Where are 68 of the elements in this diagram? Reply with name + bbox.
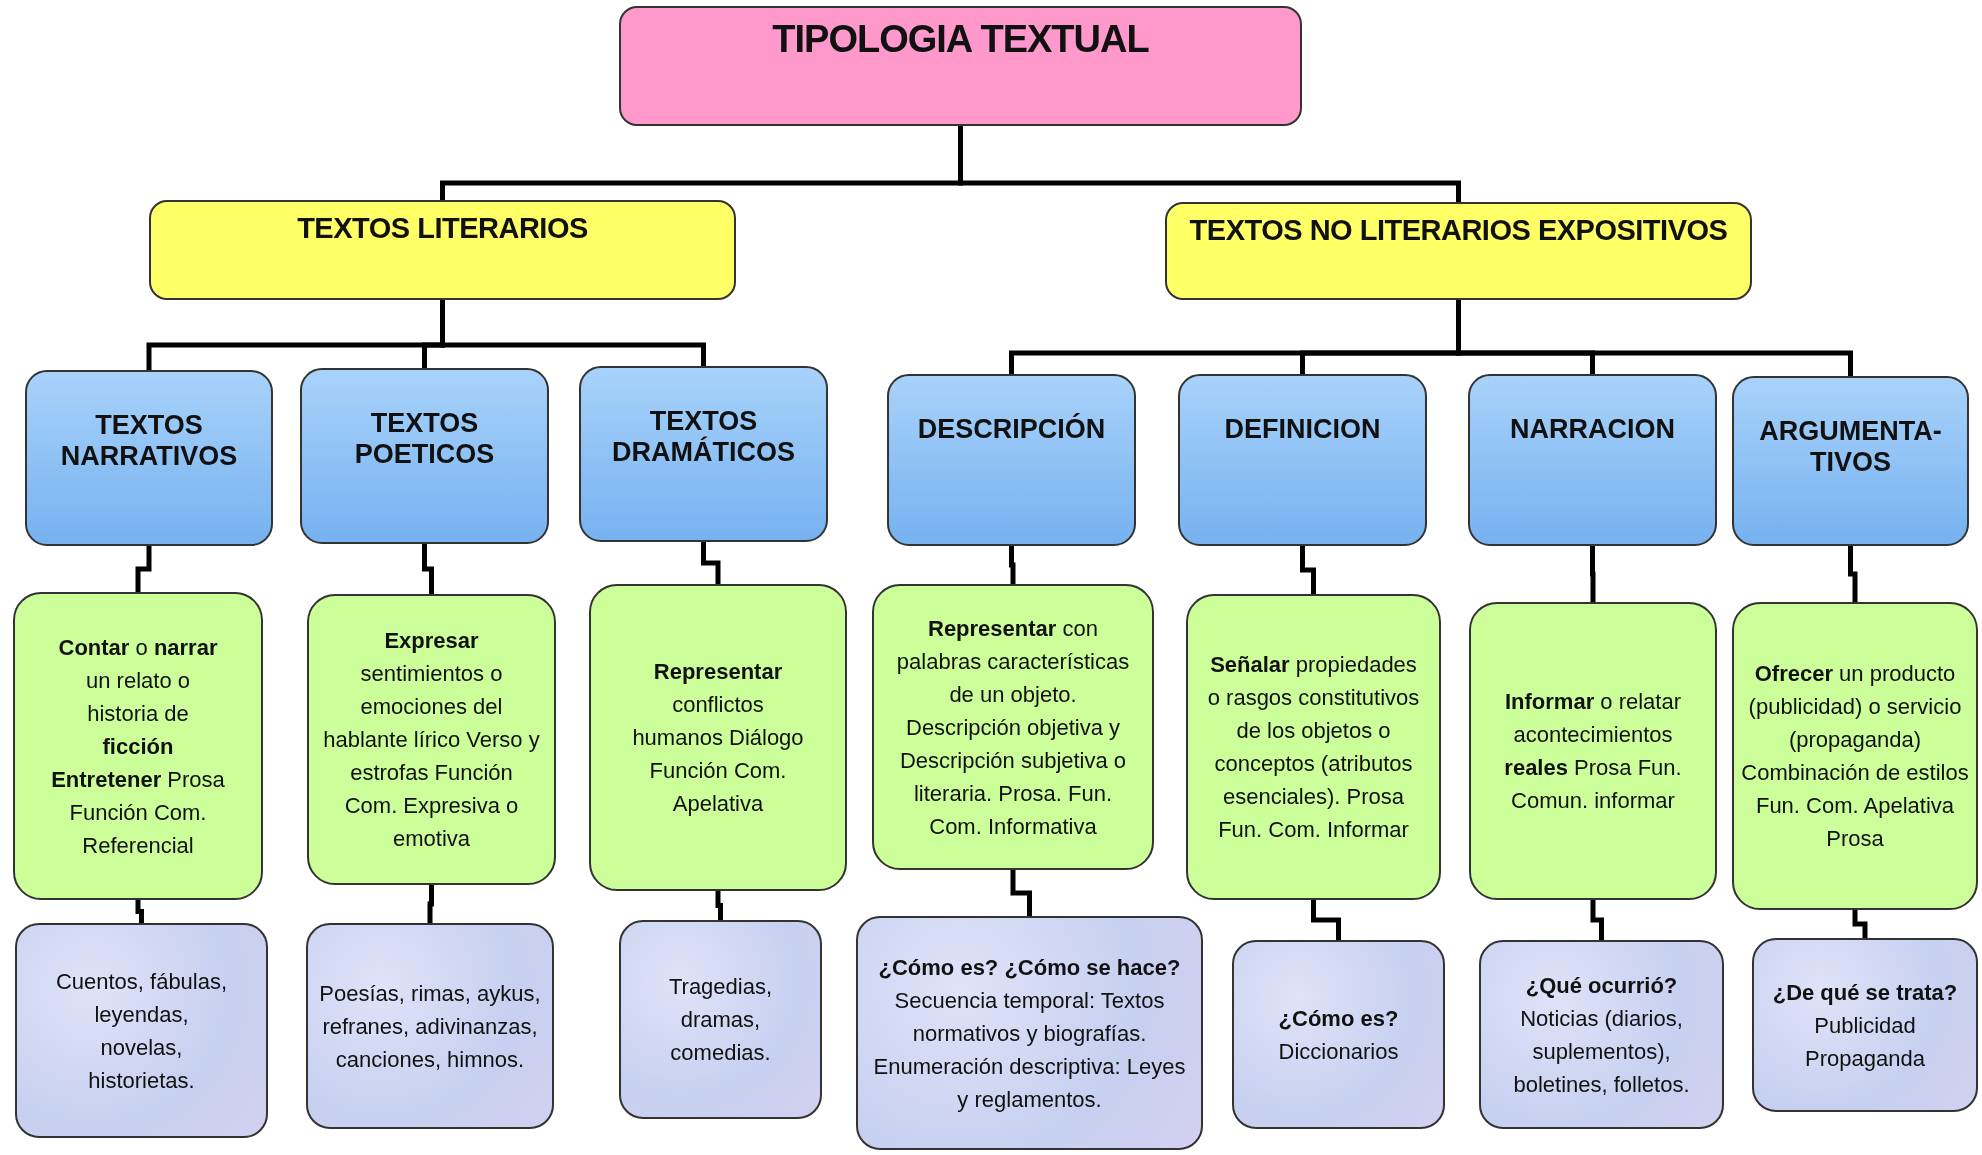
type-box: [1468, 374, 1717, 546]
connector-line: [1848, 546, 1858, 602]
connector-line: [1852, 910, 1868, 938]
connector-line: [958, 126, 1461, 202]
examples-box: [15, 923, 268, 1138]
examples-text: Tragedias, dramas, comedias.: [667, 973, 774, 1067]
connector-line: [715, 891, 723, 920]
type-box: [579, 366, 828, 542]
examples-text: Publicidad Propaganda: [1804, 1011, 1926, 1073]
connector-line: [422, 544, 434, 594]
connector-line: [701, 542, 721, 584]
examples-box: [1752, 938, 1978, 1112]
category-box: [1165, 202, 1752, 300]
description-box: [1732, 602, 1978, 910]
description-box: [307, 594, 556, 885]
type-box: [300, 368, 549, 544]
type-box: [1178, 374, 1427, 546]
examples-box: [1232, 940, 1445, 1129]
connector-line: [1590, 900, 1604, 940]
examples-text: Secuencia temporal: Textos normativos y biografías. Enumeración descriptiva: Leyes y reglamentos.: [872, 986, 1187, 1114]
description-text: Señalar propiedades o rasgos constitutivos de los objetos o conceptos (atributos esenciales). Prosa Fun. Com. Informar: [1206, 651, 1421, 844]
type-label: TEXTOS POETICOS: [353, 408, 496, 471]
connector-line: [1590, 546, 1596, 602]
connector-line: [440, 300, 706, 366]
title-text: TIPOLOGIA TEXTUAL: [772, 18, 1149, 61]
examples-box: [1479, 940, 1724, 1129]
description-box: [872, 584, 1154, 870]
type-label: TEXTOS NARRATIVOS: [59, 410, 239, 473]
question-heading: ¿Qué ocurrió?: [1525, 971, 1678, 1000]
question-heading: ¿Cómo es?: [1278, 1004, 1399, 1033]
category-label: TEXTOS LITERARIOS: [297, 211, 588, 246]
type-label: NARRACION: [1510, 414, 1675, 446]
type-box: [25, 370, 273, 546]
description-text: Informar o relatar acontecimientos reales Prosa Fun. Comun. informar: [1503, 688, 1683, 815]
examples-text: Diccionarios: [1278, 1037, 1399, 1066]
description-text: Ofrecer un producto (publicidad) o servicio (propaganda) Combinación de estilos Fun. Com. Apelativa Prosa: [1740, 660, 1970, 853]
description-text: Representar conflictos humanos Diálogo Función Com. Apelativa: [631, 658, 805, 818]
description-box: [1186, 594, 1441, 900]
connector-line: [1009, 546, 1016, 584]
question-heading: ¿De qué se trata?: [1772, 978, 1958, 1007]
type-box: [887, 374, 1136, 546]
description-box: [589, 584, 847, 891]
description-box: [1469, 602, 1717, 900]
examples-box: [856, 916, 1203, 1150]
connector-line: [135, 546, 152, 592]
type-label: DESCRIPCIÓN: [917, 414, 1106, 446]
connector-line: [1010, 870, 1032, 916]
examples-box: [306, 923, 554, 1129]
connector-line: [1311, 900, 1341, 940]
title-box: [619, 6, 1302, 126]
examples-text: Cuentos, fábulas, leyendas, novelas, historietas.: [54, 967, 229, 1095]
description-text: Expresar sentimientos o emociones del hablante lírico Verso y estrofas Función Com. Expresiva o emotiva: [323, 627, 540, 853]
description-text: Representar con palabras características de un objeto. Descripción objetiva y Descripción subjetiva o literaria. Prosa. Fun. Com. Informativa: [895, 614, 1131, 841]
description-text: Contar o narrar un relato o historia de ficción Entretener Prosa Función Com. Referencial: [51, 633, 225, 860]
description-box: [13, 592, 263, 900]
type-label: ARGUMENTA- TIVOS: [1758, 416, 1943, 479]
examples-box: [619, 920, 822, 1119]
connector-line: [135, 900, 144, 923]
examples-text: Noticias (diarios, suplementos), boletines, folletos.: [1512, 1004, 1691, 1099]
category-box: [149, 200, 736, 300]
question-heading: ¿Cómo es? ¿Cómo se hace?: [878, 953, 1181, 982]
type-label: TEXTOS DRAMÁTICOS: [611, 406, 796, 469]
type-box: [1732, 376, 1969, 546]
category-label: TEXTOS NO LITERARIOS EXPOSITIVOS: [1189, 213, 1728, 248]
connector-line: [427, 885, 434, 923]
connector-line: [1300, 546, 1316, 594]
type-label: DEFINICION: [1224, 414, 1381, 446]
examples-text: Poesías, rimas, aykus, refranes, adivinanzas, canciones, himnos.: [318, 979, 542, 1074]
